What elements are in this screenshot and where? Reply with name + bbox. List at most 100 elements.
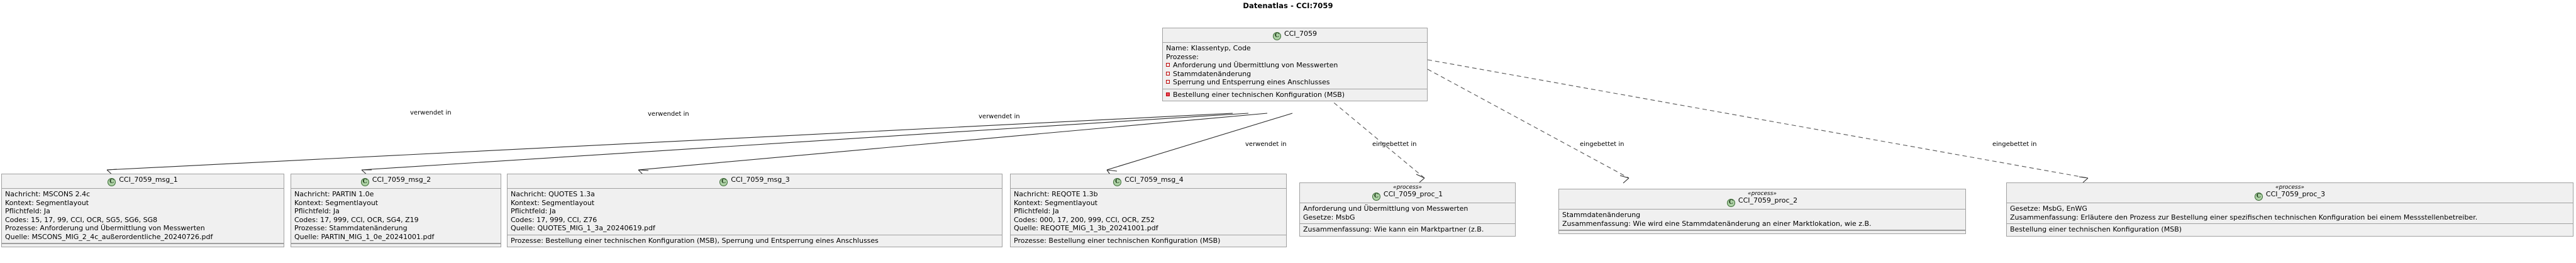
class-name: CCI_7059_proc_3 <box>2265 190 2326 198</box>
attr-zusammenfassung: Zusammenfassung: Wie wird eine Stammdate… <box>1562 219 1872 228</box>
class-icon: C <box>108 178 116 186</box>
attr-quelle: Quelle: REQOTE_MIG_1_3b_20241001.pdf <box>1014 224 1158 232</box>
edge-msg-1 <box>106 113 1233 177</box>
class-attributes-section: Gesetze: MsbG, EnWG Zusammenfassung: Erl… <box>2007 203 2573 224</box>
attr-prozesse-footer: Bestellung einer technischen Konfigurati… <box>2010 225 2182 233</box>
attr-nachricht: Nachricht: REQOTE 1.3b <box>1014 190 1098 198</box>
attr-kontext: Kontext: Segmentlayout <box>1014 198 1098 207</box>
edge-msg-2 <box>361 113 1249 177</box>
class-name: CCI_7059_msg_1 <box>119 176 178 184</box>
attr-quelle: Quelle: MSCONS_MIG_2_4c_außerordentliche… <box>5 232 213 241</box>
attr-kontext: Kontext: Segmentlayout <box>294 198 379 207</box>
attr-kontext: Kontext: Segmentlayout <box>5 198 89 207</box>
attr-prozesse-footer: Prozesse: Bestellung einer technischen K… <box>1014 236 1221 245</box>
class-name: CCI_7059_proc_2 <box>1738 196 1798 204</box>
class-icon: C <box>1726 199 1735 207</box>
edge-label-verwendet-in-2: verwendet in <box>648 111 689 118</box>
class-icon: C <box>1272 32 1281 40</box>
attr-gesetze: Gesetze: MsbG, EnWG <box>2010 204 2087 213</box>
stereotype-label: «process» <box>2275 184 2304 191</box>
attr-kontext: Kontext: Segmentlayout <box>511 198 595 207</box>
bullet-square-open-icon <box>1166 80 1170 84</box>
edge-proc-3 <box>1427 59 2089 184</box>
attr-nachricht: Nachricht: QUOTES 1.3a <box>511 190 595 198</box>
class-attributes-section: Nachricht: PARTIN 1.0e Kontext: Segmentl… <box>291 189 501 243</box>
process-item-1[interactable]: Anforderung und Übermittlung von Messwer… <box>1166 61 1424 70</box>
process-item-1-label: Anforderung und Übermittlung von Messwer… <box>1173 61 1338 69</box>
attr-quelle: Quelle: QUOTES_MIG_1_3a_20240619.pdf <box>511 224 655 232</box>
page-title: Datenatlas - CCI:7059 <box>1243 1 1333 10</box>
class-icon: C <box>360 178 369 186</box>
attr-zusammenfassung: Zusammenfassung: Erläutere den Prozess z… <box>2010 213 2478 221</box>
bullet-square-open-icon <box>1166 71 1170 76</box>
class-icon: C <box>2254 193 2263 201</box>
attr-codes: Codes: 15, 17, 99, CCI, OCR, SG5, SG6, S… <box>5 215 158 224</box>
class-operations-section: Bestellung einer technischen Konfigurati… <box>1163 89 1427 101</box>
attr-pflichtfeld: Pflichtfeld: Ja <box>1014 207 1059 215</box>
bullet-square-filled-icon <box>1166 92 1170 96</box>
process-item-2-label: Stammdatenänderung <box>1173 69 1252 78</box>
bullet-square-open-icon <box>1166 63 1170 67</box>
class-icon: C <box>1372 193 1380 201</box>
attr-prozessname: Anforderung und Übermittlung von Messwer… <box>1303 204 1468 213</box>
class-operations-section: Prozesse: Bestellung einer technischen K… <box>1011 235 1286 247</box>
attr-pflichtfeld: Pflichtfeld: Ja <box>511 207 556 215</box>
attr-nachricht: Nachricht: PARTIN 1.0e <box>294 190 374 198</box>
class-name: CCI_7059_msg_3 <box>731 176 790 184</box>
class-name: CCI_7059 <box>1284 30 1318 38</box>
attr-prozessname: Stammdatenänderung <box>1562 211 1641 219</box>
attr-prozesse: Prozesse: Stammdatenänderung <box>294 224 408 232</box>
class-attributes-section: Nachricht: MSCONS 2.4c Kontext: Segmentl… <box>2 189 284 243</box>
process-item-3[interactable]: Sperrung und Entsperrung eines Anschluss… <box>1166 78 1424 87</box>
attr-nachricht: Nachricht: MSCONS 2.4c <box>5 190 91 198</box>
attr-prozesse: Prozesse: Anforderung und Übermittlung v… <box>5 224 205 232</box>
class-attributes-section: Name: Klassentyp, Code Prozesse: Anforde… <box>1163 43 1427 89</box>
attr-gesetze: Gesetze: MsbG <box>1303 213 1355 221</box>
attr-pflichtfeld: Pflichtfeld: Ja <box>5 207 50 215</box>
attr-zusammenfassung: Zusammenfassung: Wie kann ein Marktpartn… <box>1303 225 1484 233</box>
class-name: CCI_7059_proc_1 <box>1383 190 1443 198</box>
edge-label-verwendet-in-1: verwendet in <box>410 109 452 116</box>
edge-label-verwendet-in-3: verwendet in <box>979 113 1020 120</box>
class-attribute-name: Name: Klassentyp, Code <box>1166 44 1251 52</box>
class-name: CCI_7059_msg_2 <box>372 176 431 184</box>
attr-codes: Codes: 000, 17, 200, 999, CCI, OCR, Z52 <box>1014 215 1155 224</box>
attr-quelle: Quelle: PARTIN_MIG_1_0e_20241001.pdf <box>294 232 435 241</box>
class-footer-compartment <box>1559 230 1965 233</box>
edge-label-verwendet-in-4: verwendet in <box>1245 141 1287 148</box>
class-attributes-section: Anforderung und Übermittlung von Messwer… <box>1300 203 1515 224</box>
class-attributes-section: Nachricht: QUOTES 1.3a Kontext: Segmentl… <box>508 189 1002 235</box>
edge-label-eingebettet-in-3: eingebettet in <box>1992 141 2037 148</box>
edge-msg-3 <box>638 113 1268 177</box>
class-operations-section: Zusammenfassung: Wie kann ein Marktpartn… <box>1300 224 1515 236</box>
process-item-2[interactable]: Stammdatenänderung <box>1166 70 1424 79</box>
process-item-4-label: Bestellung einer technischen Konfigurati… <box>1173 90 1345 99</box>
stereotype-label: «process» <box>1748 191 1777 197</box>
class-icon: C <box>1113 178 1122 186</box>
edge-label-eingebettet-in-1: eingebettet in <box>1372 141 1417 148</box>
class-footer-compartment <box>2 243 284 247</box>
stereotype-label: «process» <box>1393 184 1422 191</box>
class-operations-section: Bestellung einer technischen Konfigurati… <box>2007 224 2573 236</box>
edge-proc-2 <box>1427 69 1629 184</box>
process-item-4[interactable]: Bestellung einer technischen Konfigurati… <box>1166 91 1424 99</box>
attr-prozesse-footer: Prozesse: Bestellung einer technischen K… <box>511 236 879 245</box>
class-icon: C <box>719 178 728 186</box>
edge-label-eingebettet-in-2: eingebettet in <box>1580 141 1624 148</box>
